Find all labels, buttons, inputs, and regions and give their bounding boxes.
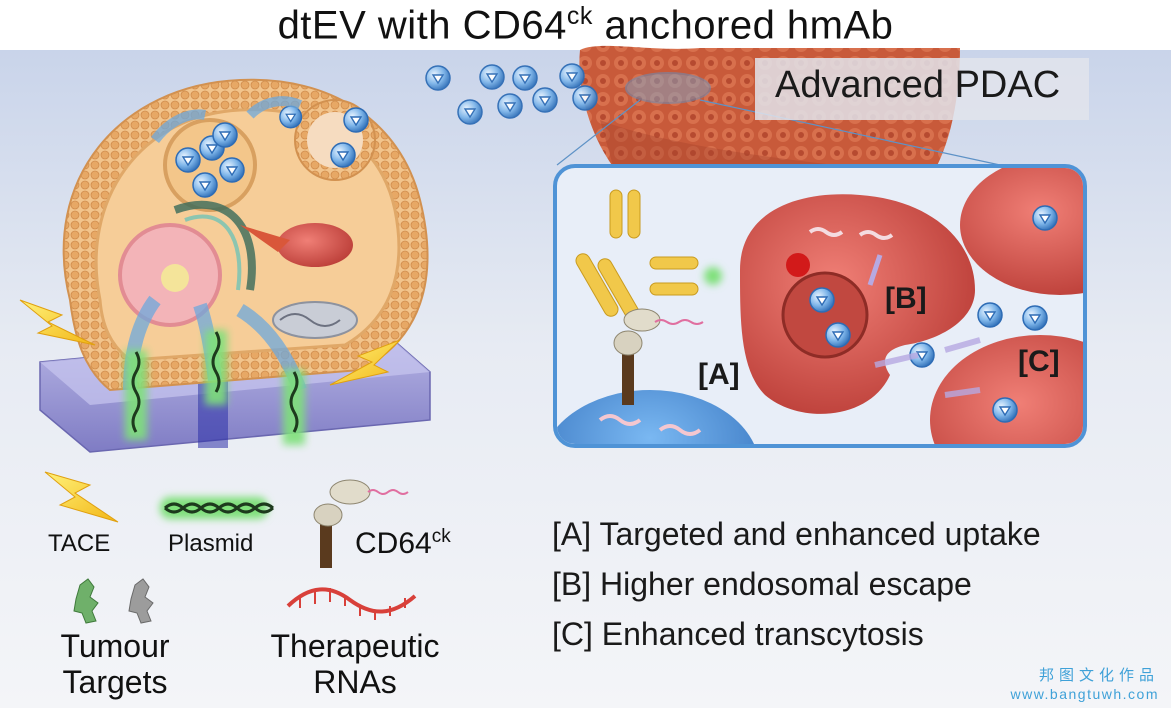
lightning-icon [19,299,96,346]
lightning-icon [44,471,119,523]
rna-icon [286,587,417,620]
bullet-b: [B] Higher endosomal escape [552,566,972,602]
figure-title: dtEV with CD64ck anchored hmAb [277,2,894,48]
inset-title: Advanced PDAC [775,64,1061,106]
tumour-target-icon [73,578,154,624]
lightning-icon [329,339,401,386]
label-b: [B] [885,282,927,315]
legend-cd64-label: CD64ck [355,526,451,560]
bullet-a: [A] Targeted and enhanced uptake [552,516,1041,552]
zoom-panel [553,164,1087,448]
legend-tace-label: TACE [48,530,111,557]
label-a: [A] [698,358,740,391]
legend-icons [44,471,417,624]
label-c: [C] [1018,345,1060,378]
cell-illustration [19,78,431,453]
watermark-cn: 邦图文化作品 [1038,667,1159,684]
legend-plasmid-label: Plasmid [168,530,254,557]
legend-rnas-label: Therapeutic RNAs [270,628,440,700]
plasmid-icon [160,497,274,519]
legend-tumour-label: Tumour Targets [60,628,170,700]
bullet-c: [C] Enhanced transcytosis [552,616,924,652]
antibody-icon [575,189,722,322]
watermark-url: www.bangtuwh.com [1010,686,1159,702]
inset-title-box [755,58,1089,120]
cd64-icon [313,479,409,568]
